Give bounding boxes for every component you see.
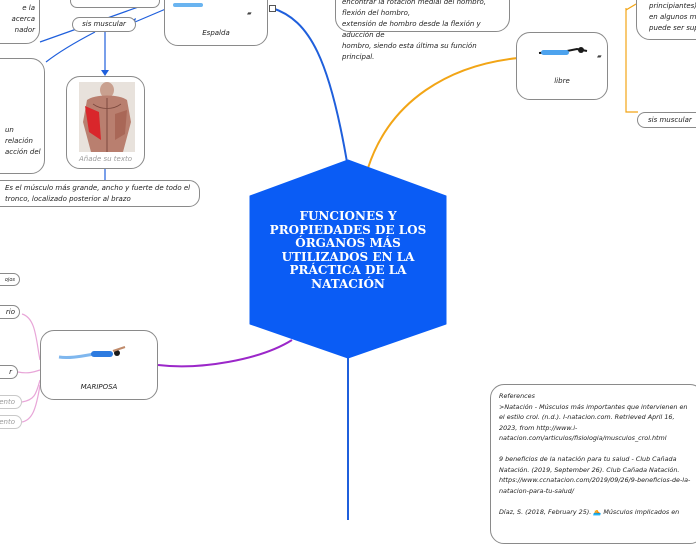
references-line-9: https://www.ccnatacion.com/2019/09/26/9-… [499,476,691,484]
far-right-text-node[interactable]: principiantes) y en algunos mo puede ser… [636,0,696,40]
back-muscle-image-node[interactable]: Añade su texto [66,76,145,169]
ento-fragment-1: ento [0,398,15,406]
references-line-12: Díaz, S. (2018, February 25). 🏊 Músculos… [499,507,680,516]
references-node[interactable]: References >Natación - Músculos más impo… [490,384,696,544]
branch-line-muscular [134,7,169,23]
references-line-5: natacion.com/articulos/fisiologia/muscul… [499,434,667,442]
sis-muscular-node-right[interactable]: sis muscular [637,112,696,128]
left-middle-text-node[interactable]: un relación acción del [0,58,45,174]
ento-node-1[interactable]: ento [0,395,22,409]
top-left-fragment-2: acerca [11,15,35,23]
r-fragment: r [9,368,12,376]
references-line-10: natacion-para-tu-salud/ [499,486,574,495]
espalda-logo-icon: ▰ [247,10,252,17]
references-line-4: 2023, from http://www.i- [499,423,578,432]
ojos-fragment: ojos [4,277,15,283]
branch-line-libre [367,57,519,169]
references-line-3: el estilo crol. (n.d.). I-natacion.com. … [499,413,675,421]
left-middle-fragment-1: un [5,126,14,134]
espalda-node[interactable]: ▰ Espalda [164,0,268,46]
top-right-line-3: hombro, siendo esta última su función pr… [342,42,477,61]
latissimus-description-node[interactable]: Es el músculo más grande, ancho y fuerte… [0,180,200,207]
top-left-hidden-pill[interactable] [70,0,160,8]
far-right-fragment-3: puede ser supe [649,24,696,32]
top-left-fragment-1: e la [22,4,35,12]
swimmer-icon-mariposa [58,346,126,359]
central-title[interactable]: FUNCIONES Y PROPIEDADES DE LOS ÓRGANOS M… [269,209,427,291]
libre-logo-icon: ▰ [597,53,602,60]
rio-node[interactable]: rio [0,305,20,319]
mariposa-node[interactable]: MARIPOSA [40,330,158,400]
top-left-text-node[interactable]: e la acerca nador [0,0,40,44]
branch-line-references-h [348,455,490,520]
collapse-toggle-icon[interactable] [269,5,276,12]
ento-fragment-2: ento [0,418,15,426]
libre-label: libre [554,77,570,85]
references-line-2: >Natación - Músculos más importantes que… [499,402,688,411]
sis-muscular-label-left: sis muscular [82,20,126,28]
branch-line-libre-right [625,8,638,113]
references-spacer-1 [499,444,696,455]
top-right-line-1: encontrar la rotación medial del hombro,… [342,0,486,17]
references-line-7: 9 beneficios de la natación para tu salu… [499,455,677,463]
left-middle-fragment-3: acción del [5,148,41,156]
references-text: References >Natación - Músculos más impo… [499,391,696,517]
top-left-fragment-3: nador [14,26,35,34]
branch-line-mariposa [157,339,293,368]
branch-line-espalda [271,7,349,169]
top-right-description-node[interactable]: encontrar la rotación medial del hombro,… [335,0,510,61]
r-node[interactable]: r [0,365,18,379]
far-right-fragment-2: en algunos mo [649,13,696,21]
sis-muscular-label-right: sis muscular [648,116,692,124]
top-right-line-2: extensión de hombro desde la flexión y a… [342,20,481,39]
references-line-1: References [499,392,535,400]
arrow-head-down [101,70,109,76]
central-node-shape [249,159,447,359]
sis-muscular-node-left[interactable]: sis muscular [72,17,136,32]
references-spacer-2 [499,496,696,507]
references-line-8: Natación. (2019, September 26). Club Cañ… [499,465,680,474]
branch-line-libre-right-top [625,3,637,11]
branch-line-left [45,31,96,63]
far-right-fragment-1: principiantes) y [649,2,696,10]
back-muscle-illustration [79,82,135,152]
branch-line-pink [17,313,41,423]
left-middle-fragment-2: relación [5,137,33,145]
mariposa-label: MARIPOSA [80,383,118,391]
rio-fragment: rio [5,308,15,316]
swimmer-icon-small [173,3,203,7]
image-caption: Añade su texto [78,155,133,163]
latissimus-description: Es el músculo más grande, ancho y fuerte… [5,184,191,203]
swimmer-icon-libre [538,47,588,55]
ojos-node[interactable]: ojos [0,273,20,286]
ento-node-2[interactable]: ento [0,415,22,429]
libre-node[interactable]: ▰ libre [516,32,608,100]
espalda-label: Espalda [202,29,230,37]
